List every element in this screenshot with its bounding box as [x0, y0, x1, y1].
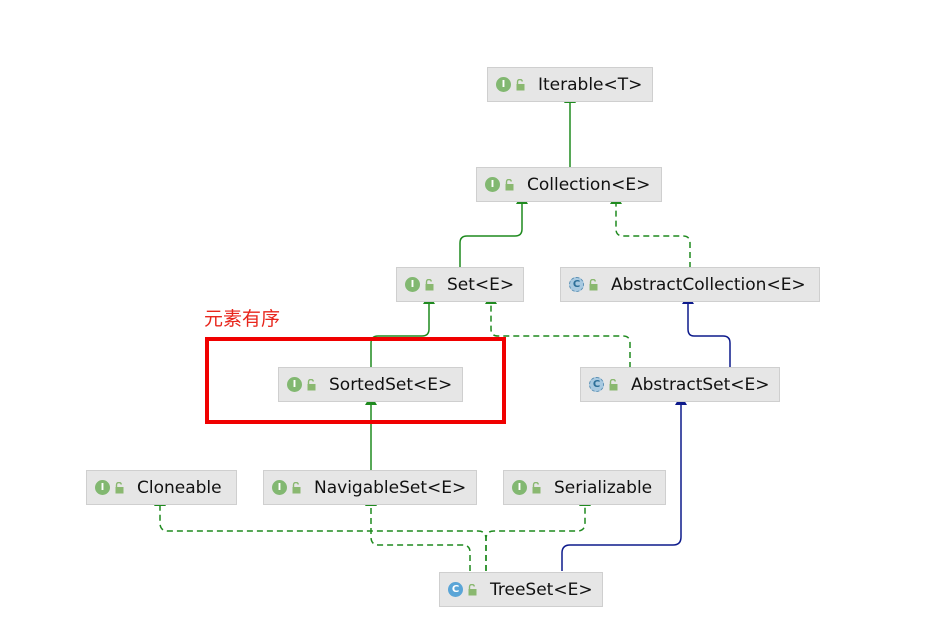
node-tree-set[interactable]: C TreeSet<E> [439, 572, 603, 607]
interface-icon: I [287, 377, 302, 392]
node-set[interactable]: I Set<E> [396, 267, 524, 302]
node-iterable[interactable]: I Iterable<T> [487, 67, 653, 102]
node-label: TreeSet<E> [490, 579, 593, 600]
node-navigable-set[interactable]: I NavigableSet<E> [263, 470, 477, 505]
class-icon: C [448, 582, 463, 597]
public-lock-icon [292, 481, 301, 493]
edge-abstractcollection-collection [610, 194, 691, 268]
node-collection[interactable]: I Collection<E> [476, 167, 662, 202]
abstract-class-icon: C [589, 377, 604, 392]
public-lock-icon [516, 78, 525, 90]
public-lock-icon [505, 178, 514, 190]
node-label: AbstractCollection<E> [611, 274, 806, 295]
edge-set-collection [459, 194, 528, 268]
node-label: Set<E> [447, 274, 515, 295]
node-label: Cloneable [137, 477, 222, 498]
interface-icon: I [496, 77, 511, 92]
interface-icon: I [272, 480, 287, 495]
edge-abstractset-set [485, 294, 631, 368]
interface-icon: I [512, 480, 527, 495]
node-serializable[interactable]: I Serializable [503, 470, 666, 505]
edge-treeset-cloneable [154, 496, 487, 571]
node-abstract-set[interactable]: C AbstractSet<E> [580, 367, 780, 402]
public-lock-icon [532, 481, 541, 493]
edge-treeset-abstractset [561, 395, 687, 571]
node-label: SortedSet<E> [329, 374, 453, 395]
edge-abstractset-abstractcollection [682, 294, 731, 368]
node-label: Iterable<T> [538, 74, 643, 95]
abstract-class-icon: C [569, 277, 584, 292]
interface-icon: I [405, 277, 420, 292]
node-label: Collection<E> [527, 174, 651, 195]
node-label: AbstractSet<E> [631, 374, 770, 395]
interface-icon: I [95, 480, 110, 495]
highlight-box [205, 337, 506, 424]
node-sorted-set[interactable]: I SortedSet<E> [278, 367, 463, 402]
public-lock-icon [115, 481, 124, 493]
node-cloneable[interactable]: I Cloneable [86, 470, 237, 505]
edge-treeset-navigableset [365, 496, 471, 571]
public-lock-icon [307, 378, 316, 390]
public-lock-icon [468, 583, 477, 595]
interface-icon: I [485, 177, 500, 192]
public-lock-icon [425, 278, 434, 290]
public-lock-icon [609, 378, 618, 390]
node-label: NavigableSet<E> [314, 477, 467, 498]
node-label: Serializable [554, 477, 653, 498]
annotation-text: 元素有序 [204, 308, 281, 330]
edge-treeset-serializable [485, 496, 591, 571]
node-abstract-collection[interactable]: C AbstractCollection<E> [560, 267, 820, 302]
public-lock-icon [589, 278, 598, 290]
